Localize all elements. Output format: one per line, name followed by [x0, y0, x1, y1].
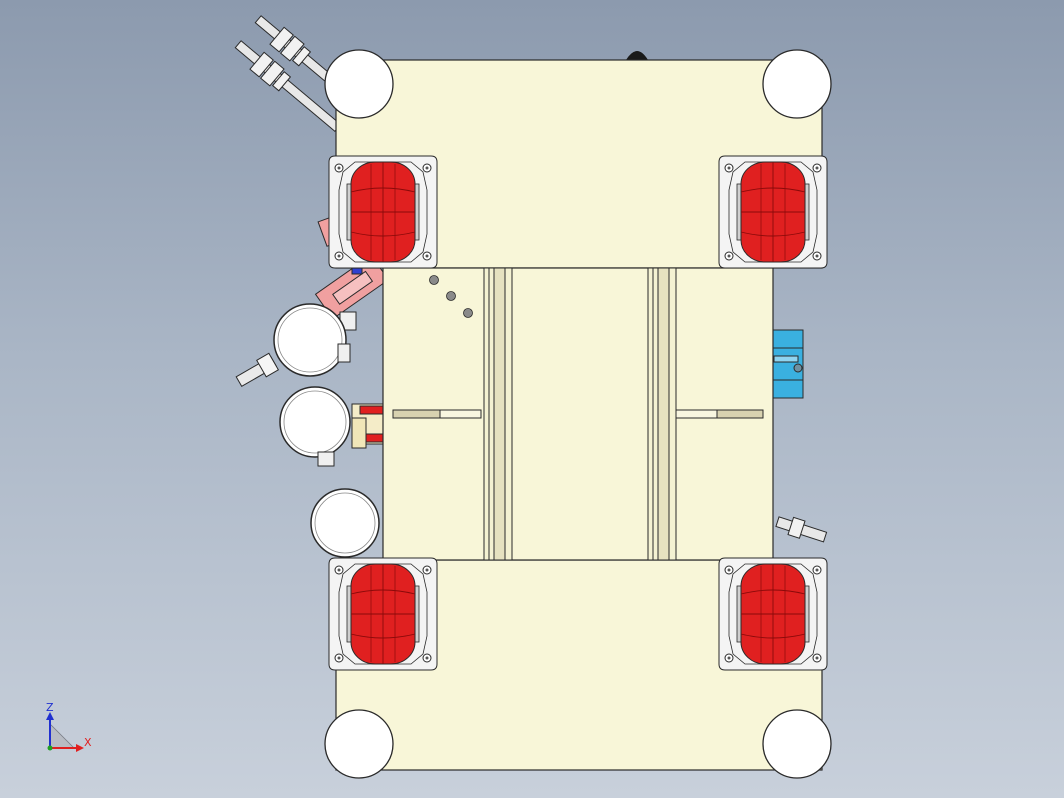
z-axis-label: Z: [46, 701, 54, 714]
blue-sensor-block: [769, 329, 804, 399]
bumper-top-left: [324, 49, 394, 119]
orientation-triad[interactable]: Z X: [46, 701, 92, 752]
roller-upper: [235, 303, 351, 388]
z-axis-arrow: [46, 712, 54, 720]
x-axis-arrow: [76, 744, 84, 752]
center-rail-right: [647, 267, 677, 561]
caster-top-left: [328, 155, 438, 269]
caster-bottom-left: [328, 557, 438, 671]
top-knob: [626, 51, 648, 60]
caster-bottom-right: [718, 557, 828, 671]
bumper-bottom-left: [324, 709, 394, 779]
center-rail-left: [483, 267, 513, 561]
slide-bar-right: [675, 409, 764, 419]
mounting-holes: [429, 275, 473, 318]
caster-top-right: [718, 155, 828, 269]
roller-lower: [310, 488, 380, 558]
triad-origin: [47, 745, 53, 751]
air-fitting-right: [775, 516, 828, 543]
bumper-bottom-right: [762, 709, 832, 779]
bumper-top-right: [762, 49, 832, 119]
triad-base: [49, 723, 75, 749]
corner-bumpers: [324, 49, 832, 779]
slide-bar-left: [392, 409, 482, 419]
x-axis-label: X: [84, 736, 92, 749]
roller-middle: [279, 386, 387, 467]
